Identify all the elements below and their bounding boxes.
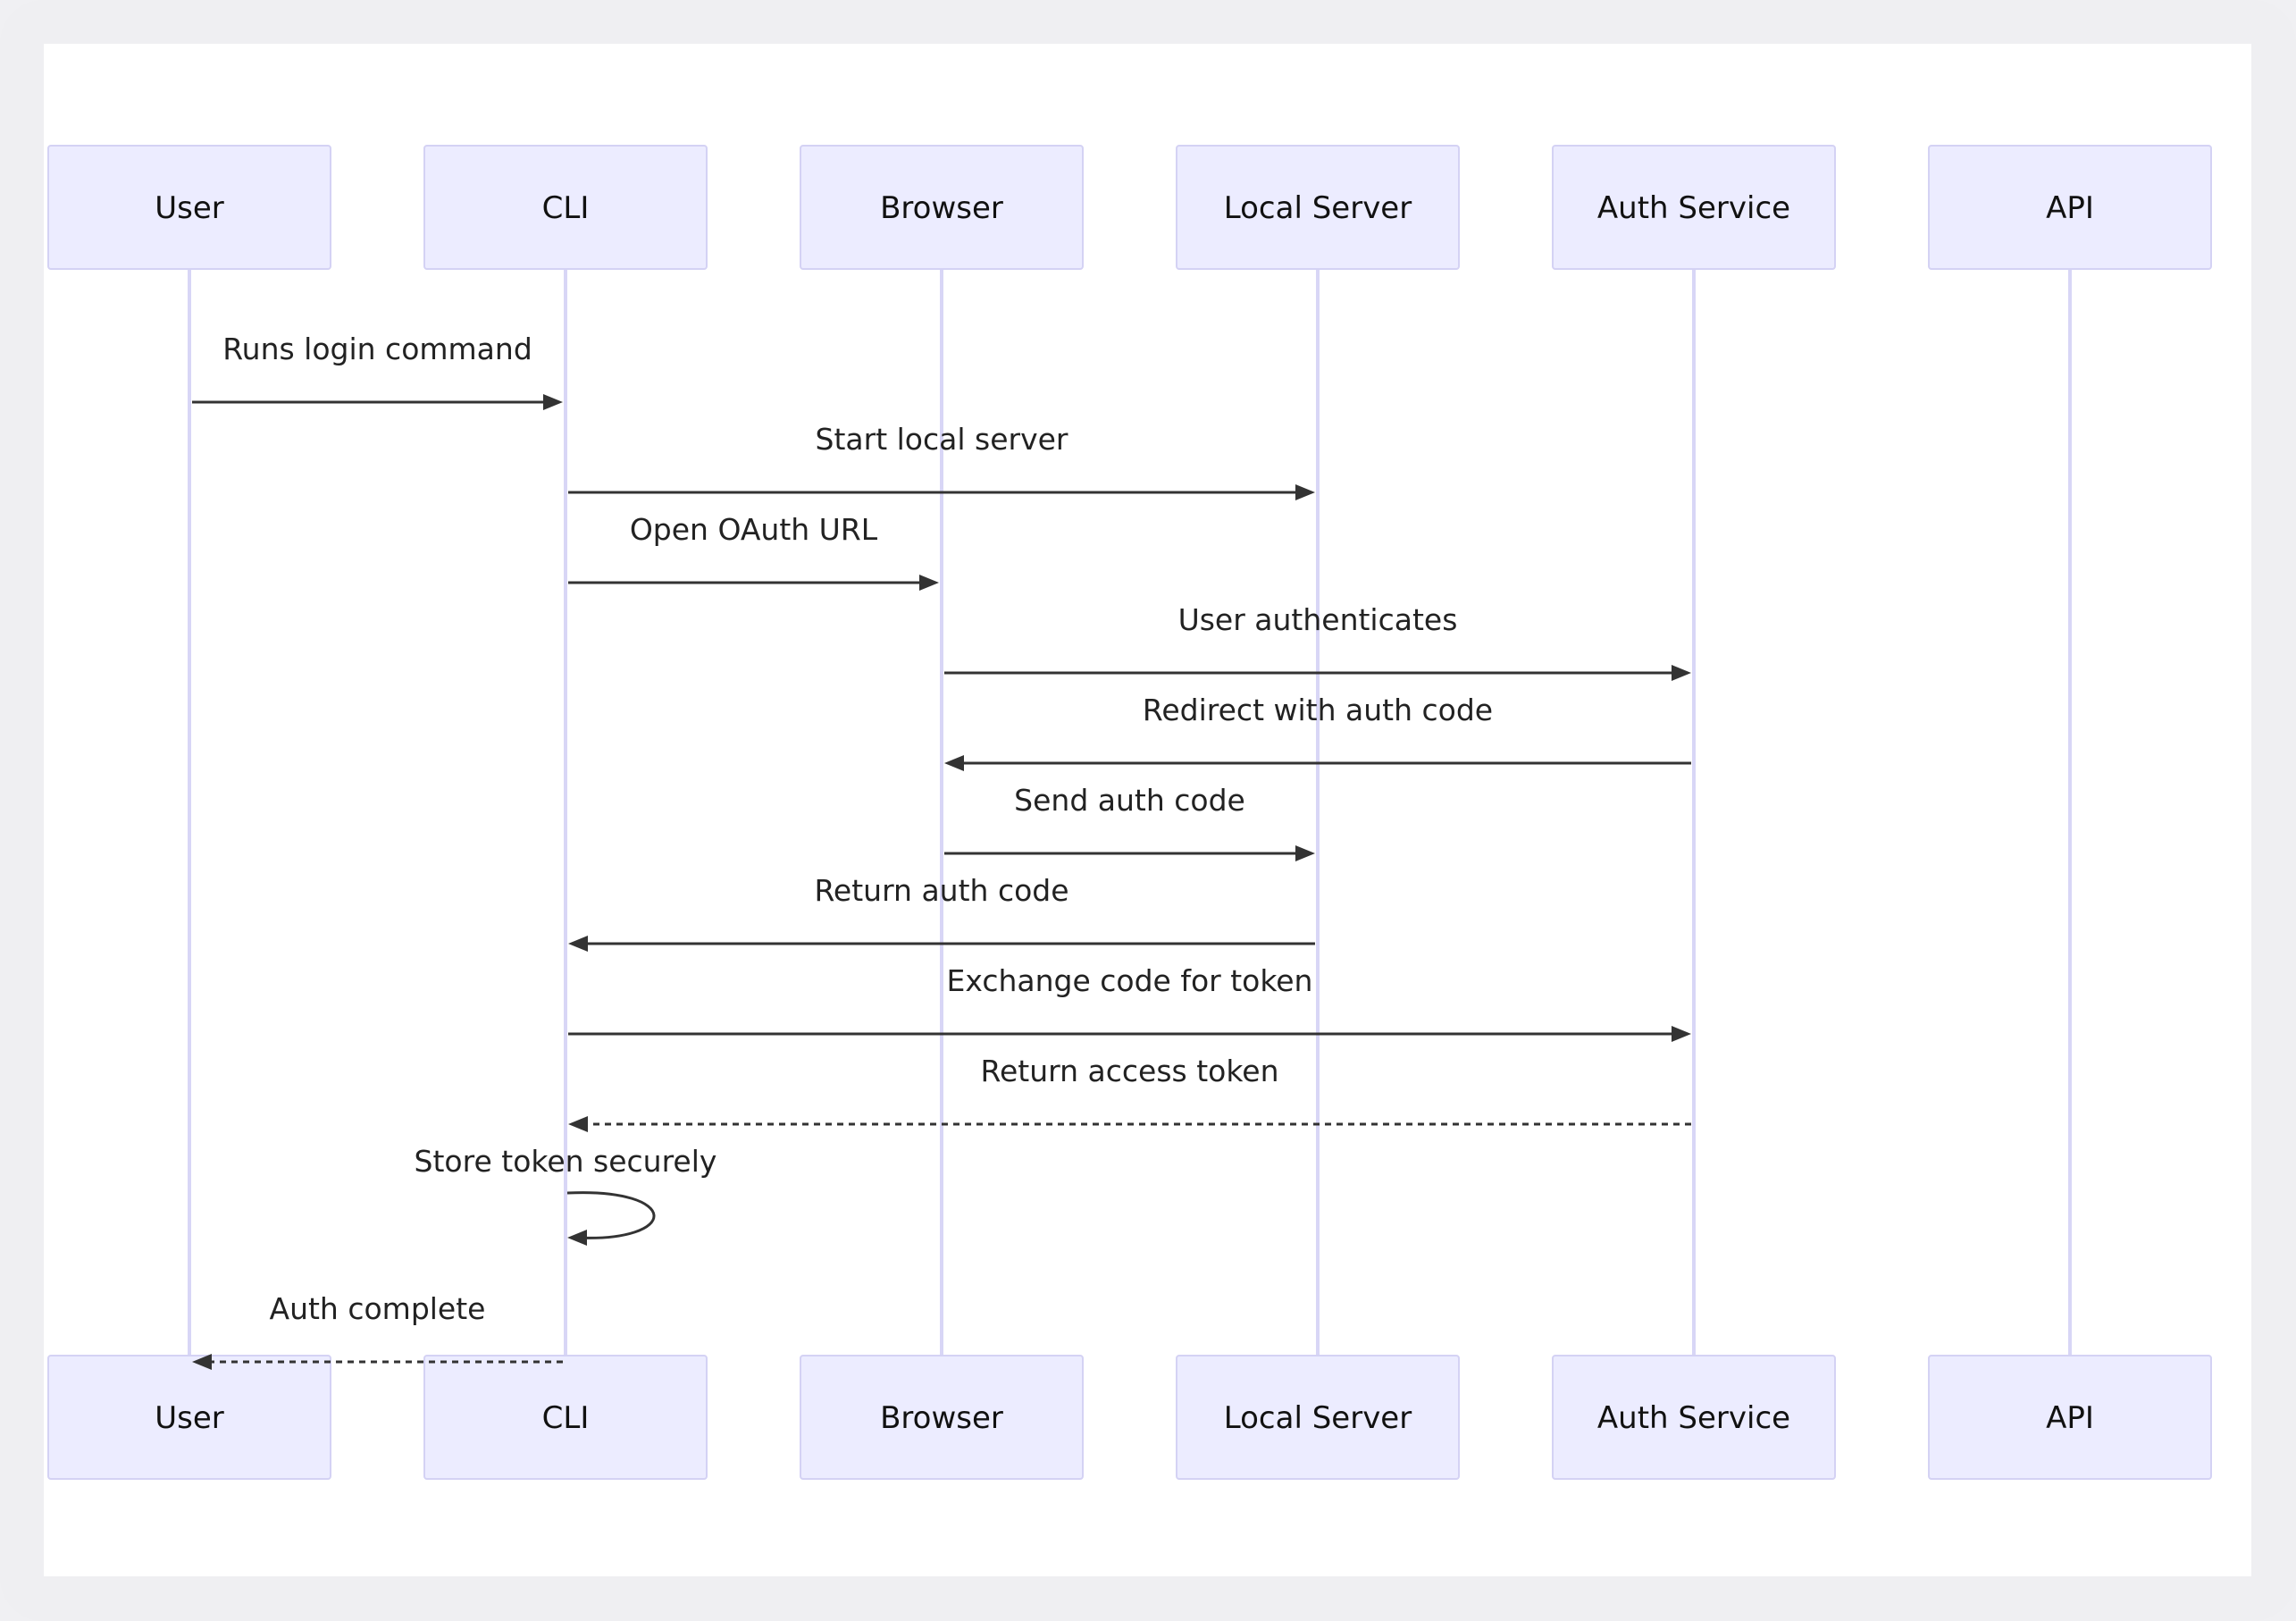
participant-browser-top: Browser <box>800 145 1084 270</box>
arrowhead <box>568 1116 588 1132</box>
participant-auth-top: Auth Service <box>1552 145 1836 270</box>
message-label: Return access token <box>981 1054 1279 1088</box>
participant-api-top: API <box>1928 145 2212 270</box>
message-9: Return access token <box>568 1054 1691 1132</box>
participant-cli-bottom: CLI <box>423 1355 708 1480</box>
arrowhead <box>192 1354 212 1370</box>
participant-box <box>423 145 708 270</box>
participant-box <box>1176 145 1460 270</box>
arrowhead <box>567 1230 587 1246</box>
message-2: Start local server <box>568 422 1315 500</box>
message-label: User authenticates <box>1178 602 1458 637</box>
participant-label: API <box>2046 1400 2094 1436</box>
message-1: Runs login command <box>192 332 563 410</box>
participant-user-bottom: User <box>47 1355 331 1480</box>
message-label: Runs login command <box>222 332 532 366</box>
arrowhead <box>1672 665 1691 681</box>
actors-bottom: User CLI Browser Local Server Auth Service AP… <box>47 1355 2212 1480</box>
participant-label: Auth Service <box>1597 190 1790 226</box>
message-3: Open OAuth URL <box>568 512 939 591</box>
participant-api-bottom: API <box>1928 1355 2212 1480</box>
participant-label: User <box>155 190 224 226</box>
message-label: Start local server <box>816 422 1068 457</box>
message-10: Store token securely <box>415 1144 717 1246</box>
participant-label: Browser <box>880 1400 1003 1436</box>
participant-label: Browser <box>880 190 1003 226</box>
participant-box <box>800 145 1084 270</box>
participant-label: CLI <box>542 1400 590 1436</box>
arrowhead <box>1672 1026 1691 1042</box>
participant-auth-bottom: Auth Service <box>1552 1355 1836 1480</box>
message-label: Send auth code <box>1014 783 1245 818</box>
participant-box <box>47 1355 331 1480</box>
participant-box <box>800 1355 1084 1480</box>
message-label: Store token securely <box>415 1144 717 1179</box>
participant-box <box>1176 1355 1460 1480</box>
participant-cli-top: CLI <box>423 145 708 270</box>
message-label: Exchange code for token <box>947 963 1313 998</box>
message-5: Redirect with auth code <box>944 693 1691 771</box>
participant-box <box>423 1355 708 1480</box>
participant-label: User <box>155 1400 224 1436</box>
participant-label: Local Server <box>1224 190 1412 226</box>
participant-local-top: Local Server <box>1176 145 1460 270</box>
participant-box <box>47 145 331 270</box>
arrowhead <box>1295 484 1315 500</box>
message-label: Redirect with auth code <box>1143 693 1493 727</box>
participant-box <box>1552 145 1836 270</box>
participant-browser-bottom: Browser <box>800 1355 1084 1480</box>
arrowhead <box>919 575 939 591</box>
message-label: Return auth code <box>814 873 1068 908</box>
participant-box <box>1928 145 2212 270</box>
message-label: Open OAuth URL <box>630 512 878 547</box>
message-4: User authenticates <box>944 602 1691 681</box>
participant-local-bottom: Local Server <box>1176 1355 1460 1480</box>
participant-label: Auth Service <box>1597 1400 1790 1436</box>
message-label: Auth complete <box>270 1291 486 1326</box>
arrowhead <box>568 936 588 952</box>
message-7: Return auth code <box>568 873 1315 952</box>
lifelines <box>188 269 2072 1356</box>
message-line <box>566 1191 656 1239</box>
arrowhead <box>1295 845 1315 861</box>
participant-label: Local Server <box>1224 1400 1412 1436</box>
arrowhead <box>944 755 964 771</box>
message-6: Send auth code <box>944 783 1315 861</box>
participant-user-top: User <box>47 145 331 270</box>
actors-top: User CLI Browser Local Server Auth Service AP… <box>47 145 2212 270</box>
message-11: Auth complete <box>192 1291 563 1370</box>
message-8: Exchange code for token <box>568 963 1691 1042</box>
arrowhead <box>543 394 563 410</box>
participant-box <box>1552 1355 1836 1480</box>
participant-box <box>1928 1355 2212 1480</box>
participant-label: CLI <box>542 190 590 226</box>
participant-label: API <box>2046 190 2094 226</box>
